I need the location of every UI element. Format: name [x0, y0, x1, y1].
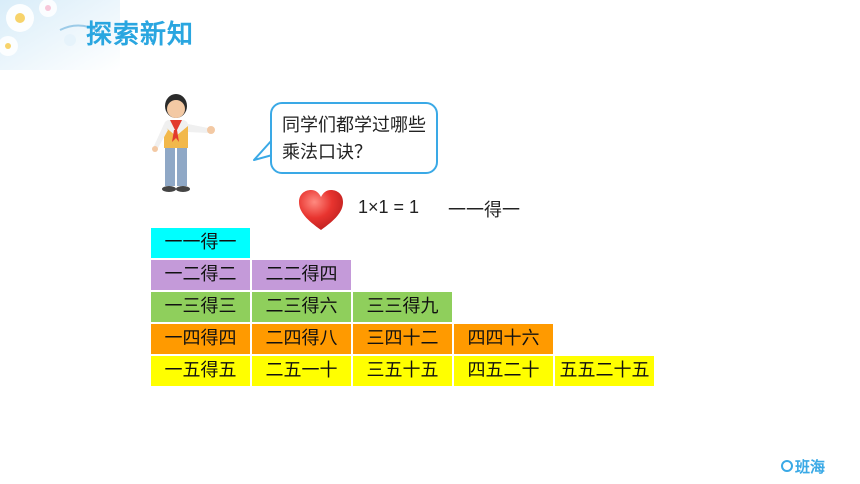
table-cell: 三四十二 — [353, 324, 452, 354]
table-cell: 一四得四 — [151, 324, 250, 354]
table-row: 一三得三 二三得六 三三得九 — [151, 292, 656, 324]
table-row: 一一得一 — [151, 228, 656, 260]
table-cell: 一一得一 — [151, 228, 250, 258]
multiplication-table: 一一得一 一二得二 二二得四 一三得三 二三得六 三三得九 一四得四 二四得八 … — [151, 228, 656, 388]
table-cell: 二五一十 — [252, 356, 351, 386]
flower-decoration-icon — [0, 0, 120, 70]
logo-circle-icon — [781, 460, 793, 472]
table-cell: 一二得二 — [151, 260, 250, 290]
table-cell: 一三得三 — [151, 292, 250, 322]
page-title: 探索新知 — [86, 20, 195, 50]
table-row: 一四得四 二四得八 三四十二 四四十六 — [151, 324, 656, 356]
table-cell: 四五二十 — [454, 356, 553, 386]
table-cell: 三五十五 — [353, 356, 452, 386]
table-cell: 一五得五 — [151, 356, 250, 386]
table-cell: 二四得八 — [252, 324, 351, 354]
table-cell: 二二得四 — [252, 260, 351, 290]
boy-illustration-icon — [152, 94, 215, 192]
table-row: 一五得五 二五一十 三五十五 四五二十 五五二十五 — [151, 356, 656, 388]
speech-text: 同学们都学过哪些乘法口诀？ — [282, 115, 426, 163]
formula-rhyme: 一一得一 — [448, 200, 520, 221]
heart-icon — [299, 190, 343, 230]
table-row: 一二得二 二二得四 — [151, 260, 656, 292]
speech-bubble: 同学们都学过哪些乘法口诀？ — [270, 102, 438, 174]
table-cell: 二三得六 — [252, 292, 351, 322]
table-cell: 四四十六 — [454, 324, 553, 354]
formula-text: 1×1 = 1 — [358, 197, 420, 217]
table-cell: 五五二十五 — [555, 356, 654, 386]
brand-name: 班海 — [795, 457, 826, 476]
brand-logo: 班海 — [781, 455, 825, 477]
table-cell: 三三得九 — [353, 292, 452, 322]
